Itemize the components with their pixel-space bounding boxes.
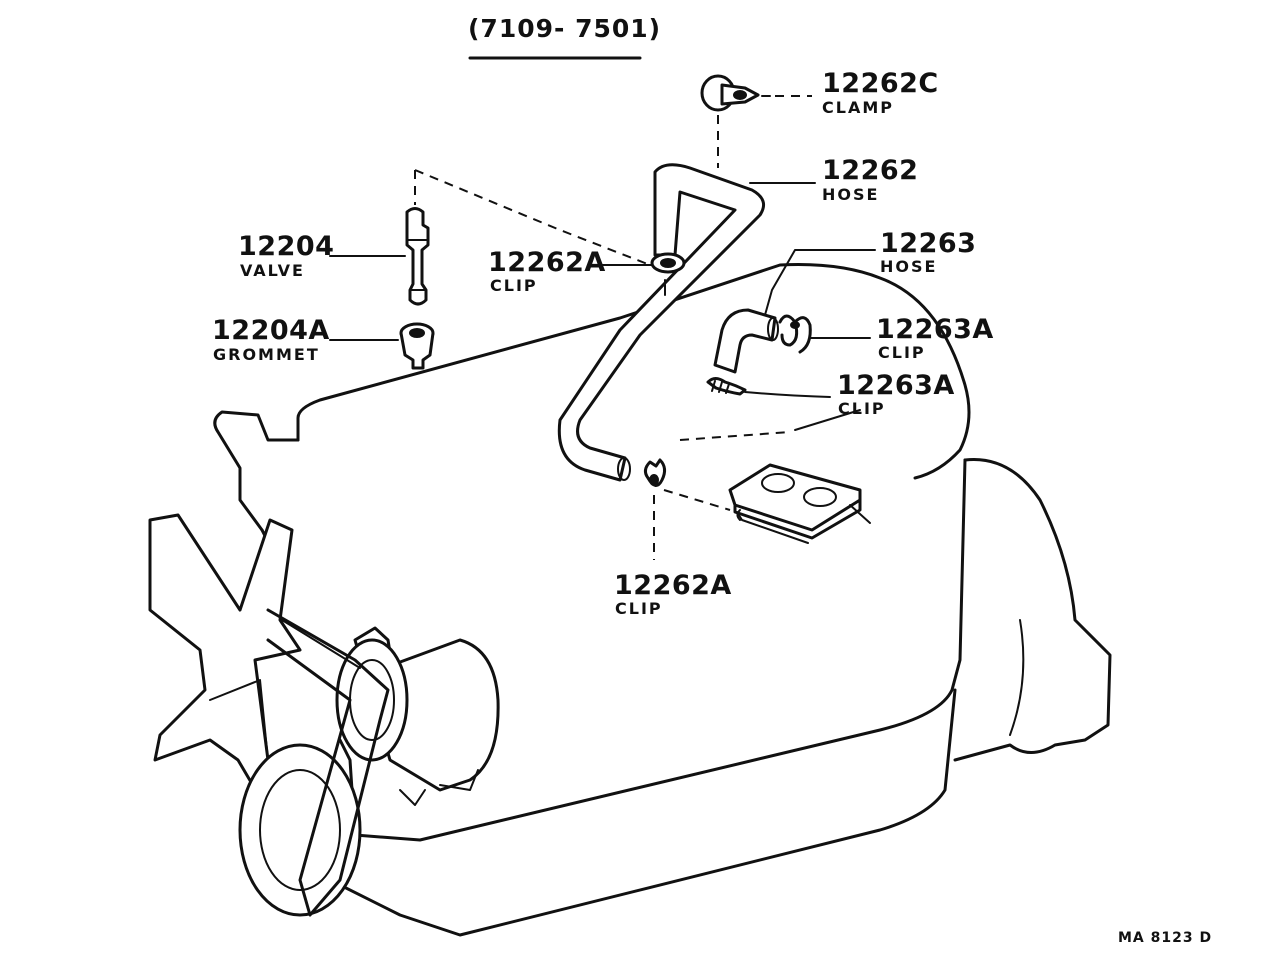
clip-12263a-lower <box>706 377 747 396</box>
part-number: 12263 <box>880 228 977 259</box>
part-number: 12263A <box>876 314 994 345</box>
part-number: 12262 <box>822 155 919 186</box>
part-name: VALVE <box>240 261 305 280</box>
grommet-12204a <box>399 322 435 370</box>
clip-12262a-upper <box>650 252 686 274</box>
diagram-code: MA 8123 D <box>1118 930 1213 946</box>
part-number: 12204 <box>238 231 335 262</box>
engine-block <box>213 263 1112 937</box>
clip-12262a-lower <box>643 458 667 487</box>
part-number: 12263A <box>837 370 955 401</box>
part-number: 12262A <box>614 570 732 601</box>
part-number: 12204A <box>212 315 330 346</box>
part-name: CLIP <box>838 399 886 418</box>
part-number: 12262A <box>488 247 606 278</box>
cooling-fan <box>148 513 362 917</box>
page-title: (7109- 7501) <box>468 14 662 43</box>
part-name: HOSE <box>880 257 938 276</box>
hose-12263 <box>713 308 779 374</box>
part-name: CLAMP <box>822 98 894 117</box>
valve-12204 <box>405 207 430 306</box>
clip-12263a-upper <box>778 314 812 354</box>
part-name: CLIP <box>615 599 663 618</box>
hose-12262 <box>557 163 766 482</box>
part-name: GROMMET <box>213 345 320 364</box>
clamp-12262c <box>700 74 760 112</box>
carburetor-plate <box>728 463 871 544</box>
alternator <box>335 626 500 806</box>
drive-belt <box>266 608 390 917</box>
part-name: HOSE <box>822 185 880 204</box>
part-number: 12262C <box>822 68 939 99</box>
part-name: CLIP <box>878 343 926 362</box>
part-name: CLIP <box>490 276 538 295</box>
leader-lines <box>329 95 876 560</box>
